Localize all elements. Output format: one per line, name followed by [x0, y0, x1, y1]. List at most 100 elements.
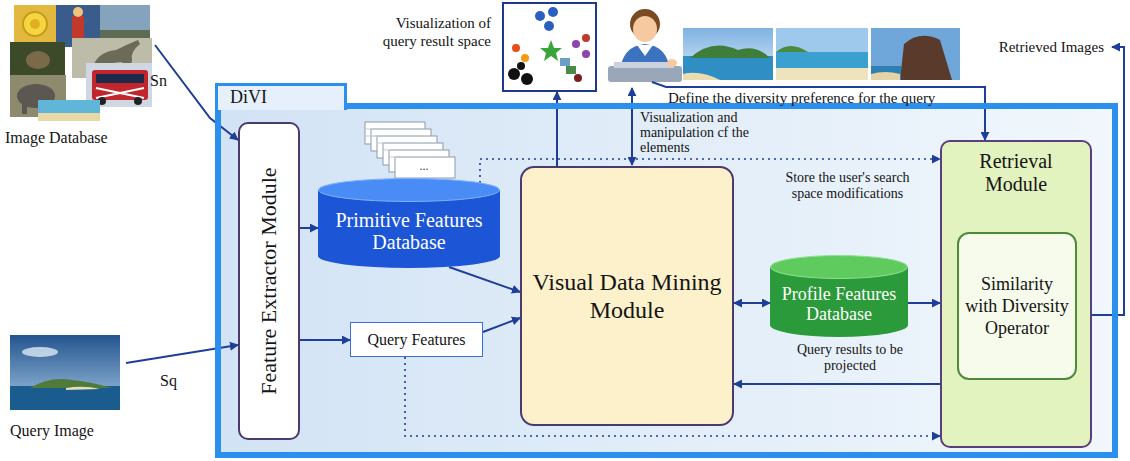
- retrieved-photos-part: [776, 46, 808, 52]
- scatter-plot-part: [521, 73, 533, 85]
- connector: [449, 267, 520, 292]
- connector: [734, 383, 940, 385]
- scatter-plot-part: [572, 40, 580, 48]
- user-figure: [608, 9, 682, 82]
- ellipsis-mark: ...: [404, 160, 444, 172]
- scatter-plot-part: [548, 7, 558, 17]
- image-collage-part: [38, 100, 100, 121]
- scatter-plot-part: [582, 50, 590, 58]
- caption: Query Image: [10, 421, 94, 440]
- query-photo-part: [22, 347, 58, 357]
- user-figure-part: [614, 62, 674, 68]
- image-collage-part: [23, 12, 47, 36]
- box-title: Visual Data Mining Module: [532, 268, 722, 324]
- query-photo-part: [10, 335, 120, 410]
- scatter-plot-part: [560, 58, 570, 66]
- retrieved-photos-part: [683, 73, 720, 80]
- connector: [300, 227, 318, 229]
- retrieved-photos-part: [871, 72, 900, 80]
- connector: [908, 302, 940, 304]
- query-image: Query Image: [8, 333, 126, 440]
- feature-table-stack-part: [365, 129, 449, 157]
- cylinder-top: [319, 179, 500, 202]
- system-frame: DiVIFeature Extractor ModulePrimitive Fe…: [215, 103, 1118, 458]
- scatter-plot-part: [566, 66, 576, 74]
- data-box: Query Features: [350, 322, 483, 357]
- scatter-plot-part: [544, 21, 554, 31]
- feature-table-stack: [365, 122, 455, 178]
- scatter-plot-part: [574, 74, 582, 82]
- frame-tab: DiVI: [215, 83, 347, 110]
- retrieved-photos-part: [683, 56, 773, 80]
- user-link: [631, 88, 633, 165]
- edge-label: Sq: [160, 372, 177, 390]
- box-title: Similarity with Diversity Operator: [965, 273, 1069, 339]
- image-collage: [10, 5, 152, 121]
- caption: Image Database: [5, 128, 108, 147]
- database-cylinder: Profile Features Database: [770, 255, 908, 337]
- connector: [734, 302, 770, 304]
- image-collage-part: [92, 70, 148, 100]
- result-space-view: Visualization of query result space: [502, 2, 597, 92]
- scatter-plot-part: [517, 62, 525, 70]
- box-title: Feature Extractor Module: [256, 131, 282, 431]
- image-collage-part: [73, 7, 83, 17]
- scatter-plot-part: [508, 68, 520, 80]
- process-box: Feature Extractor Module: [238, 122, 300, 440]
- retrieved-photos-part: [776, 28, 868, 80]
- connector: [483, 318, 520, 332]
- retrieved-photos-part: [776, 52, 868, 70]
- retrieved-images: Retrieved Images: [683, 28, 1112, 80]
- retrieved-photos-part: [690, 46, 770, 59]
- image-collage-part: [96, 74, 144, 83]
- scatter-plot: [508, 7, 590, 85]
- cylinder-top: [771, 256, 908, 279]
- query-photo-part: [66, 387, 100, 390]
- connector: [126, 345, 238, 363]
- image-collage-part: [26, 51, 50, 69]
- edge-label: Sn: [150, 72, 167, 90]
- image-collage-part: [38, 113, 100, 121]
- retrieved-photos-part: [871, 66, 901, 80]
- user-figure-part: [633, 16, 657, 42]
- feature-table-stack-part: [395, 157, 455, 178]
- box-title: Query Features: [367, 331, 465, 349]
- image-collage-part: [96, 88, 144, 98]
- box-title: Retrieval Module: [956, 150, 1076, 196]
- retrieved-photos-part: [900, 36, 952, 80]
- edge-label: Query results to be projected: [790, 342, 910, 374]
- image-collage-part: [100, 5, 150, 41]
- scatter-plot-part: [582, 34, 590, 42]
- user-figure-part: [667, 59, 677, 67]
- retrieved-photos-part: [776, 68, 868, 80]
- plot-ground: [503, 3, 596, 91]
- image-collage-part: [30, 19, 40, 29]
- connector: [300, 339, 350, 341]
- operator-box: Similarity with Diversity Operator: [957, 232, 1077, 380]
- image-database: Image Database: [5, 5, 155, 147]
- retrieved-photos-part: [683, 28, 773, 80]
- caption: Retrieved Images: [999, 38, 1104, 56]
- query-photo-part: [30, 379, 112, 388]
- box-title: Profile Features Database: [774, 277, 904, 331]
- user-figure-part: [637, 45, 653, 56]
- retrieved-photos: [683, 28, 960, 80]
- query-photo: [10, 335, 120, 410]
- scatter-plot-part: [512, 44, 520, 52]
- query-photo-part: [10, 386, 120, 410]
- image-collage-part: [10, 42, 65, 77]
- image-collage-part: [134, 97, 142, 105]
- system-ground: [218, 106, 1115, 455]
- image-collage-part: [14, 5, 56, 43]
- scatter-plot-part: [540, 40, 562, 61]
- process-box: Visual Data Mining Module: [520, 166, 734, 426]
- user-figure-part: [608, 66, 682, 82]
- instruction-note: Define the diversity preference for the …: [668, 90, 935, 107]
- interaction-note: Visualization and manipulation cf the el…: [640, 110, 775, 155]
- scatter-plot-part: [521, 54, 529, 62]
- database-cylinder: Primitive Features Database: [318, 178, 500, 268]
- module-box: Retrieval ModuleSimilarity with Diversit…: [940, 140, 1092, 448]
- image-collage-part: [22, 100, 27, 114]
